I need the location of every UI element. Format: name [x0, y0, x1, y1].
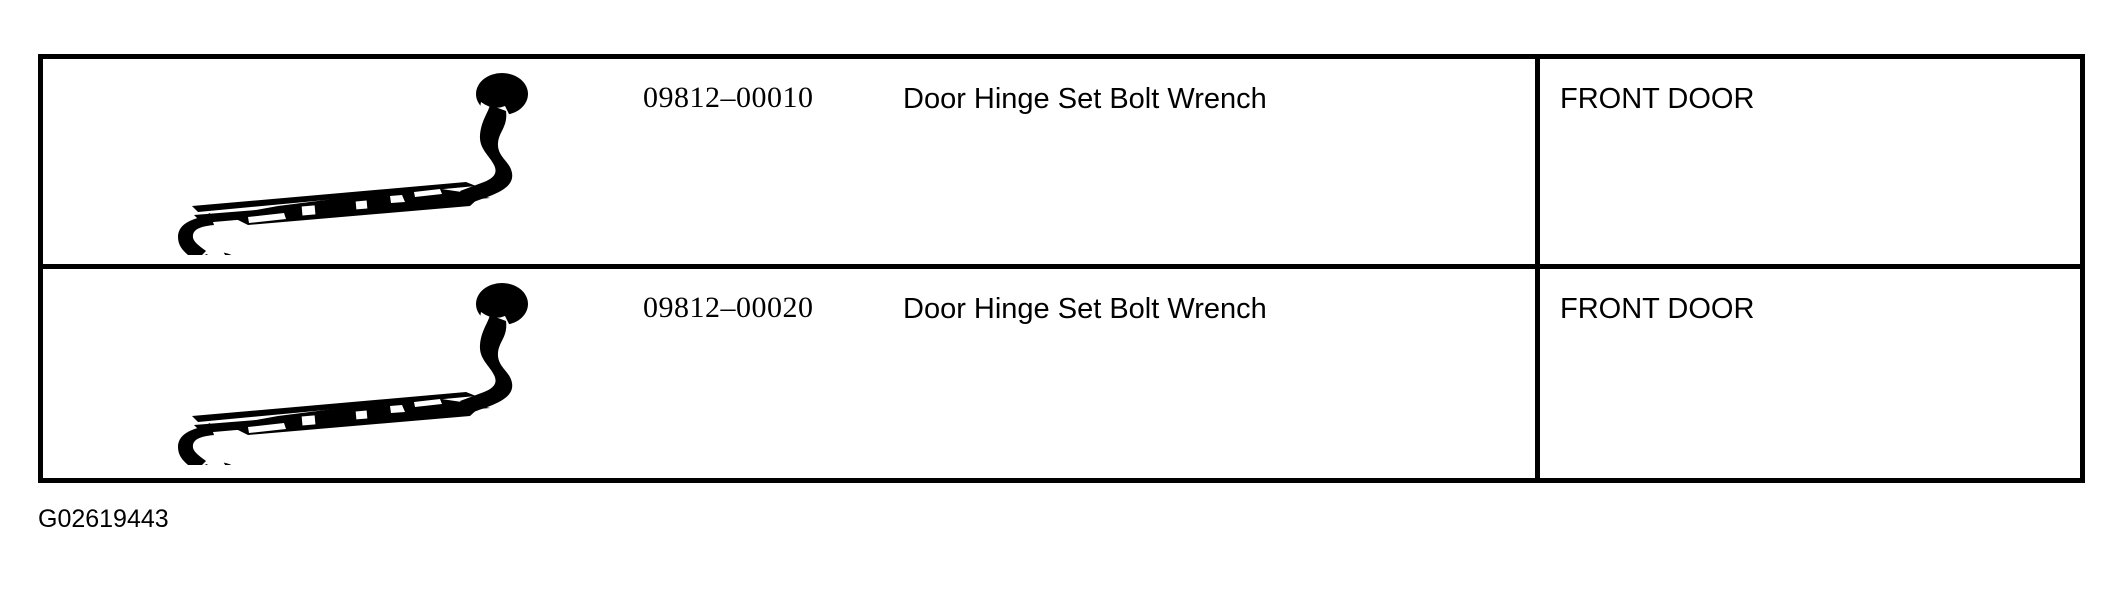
table-row: 09812–00020 Door Hinge Set Bolt Wrench F…	[43, 268, 2080, 479]
part-number-cell: 09812–00020	[643, 269, 903, 479]
tool-description: Door Hinge Set Bolt Wrench	[903, 292, 1267, 325]
application-cell: FRONT DOOR	[1540, 269, 2080, 479]
application-cell: FRONT DOOR	[1540, 59, 2080, 264]
application-label: FRONT DOOR	[1560, 83, 1755, 115]
part-number: 09812–00020	[643, 290, 814, 324]
description-cell: Door Hinge Set Bolt Wrench	[903, 59, 1540, 264]
wrench-illustration	[98, 275, 578, 465]
application-label: FRONT DOOR	[1560, 292, 1755, 325]
description-cell: Door Hinge Set Bolt Wrench	[903, 268, 1540, 478]
part-number-cell: 09812–00010	[643, 59, 903, 264]
wrench-illustration	[98, 65, 578, 255]
tool-figure-cell	[43, 59, 643, 264]
sst-tools-table: 09812–00010 Door Hinge Set Bolt Wrench F…	[38, 54, 2085, 483]
part-number: 09812–00010	[643, 81, 814, 114]
table-row: 09812–00010 Door Hinge Set Bolt Wrench F…	[43, 59, 2080, 269]
tool-figure-cell	[43, 269, 643, 479]
figure-caption: G02619443	[38, 505, 169, 533]
tool-description: Door Hinge Set Bolt Wrench	[903, 83, 1267, 115]
offset-box-wrench-glyph	[178, 282, 528, 465]
offset-box-wrench-glyph	[178, 73, 528, 255]
